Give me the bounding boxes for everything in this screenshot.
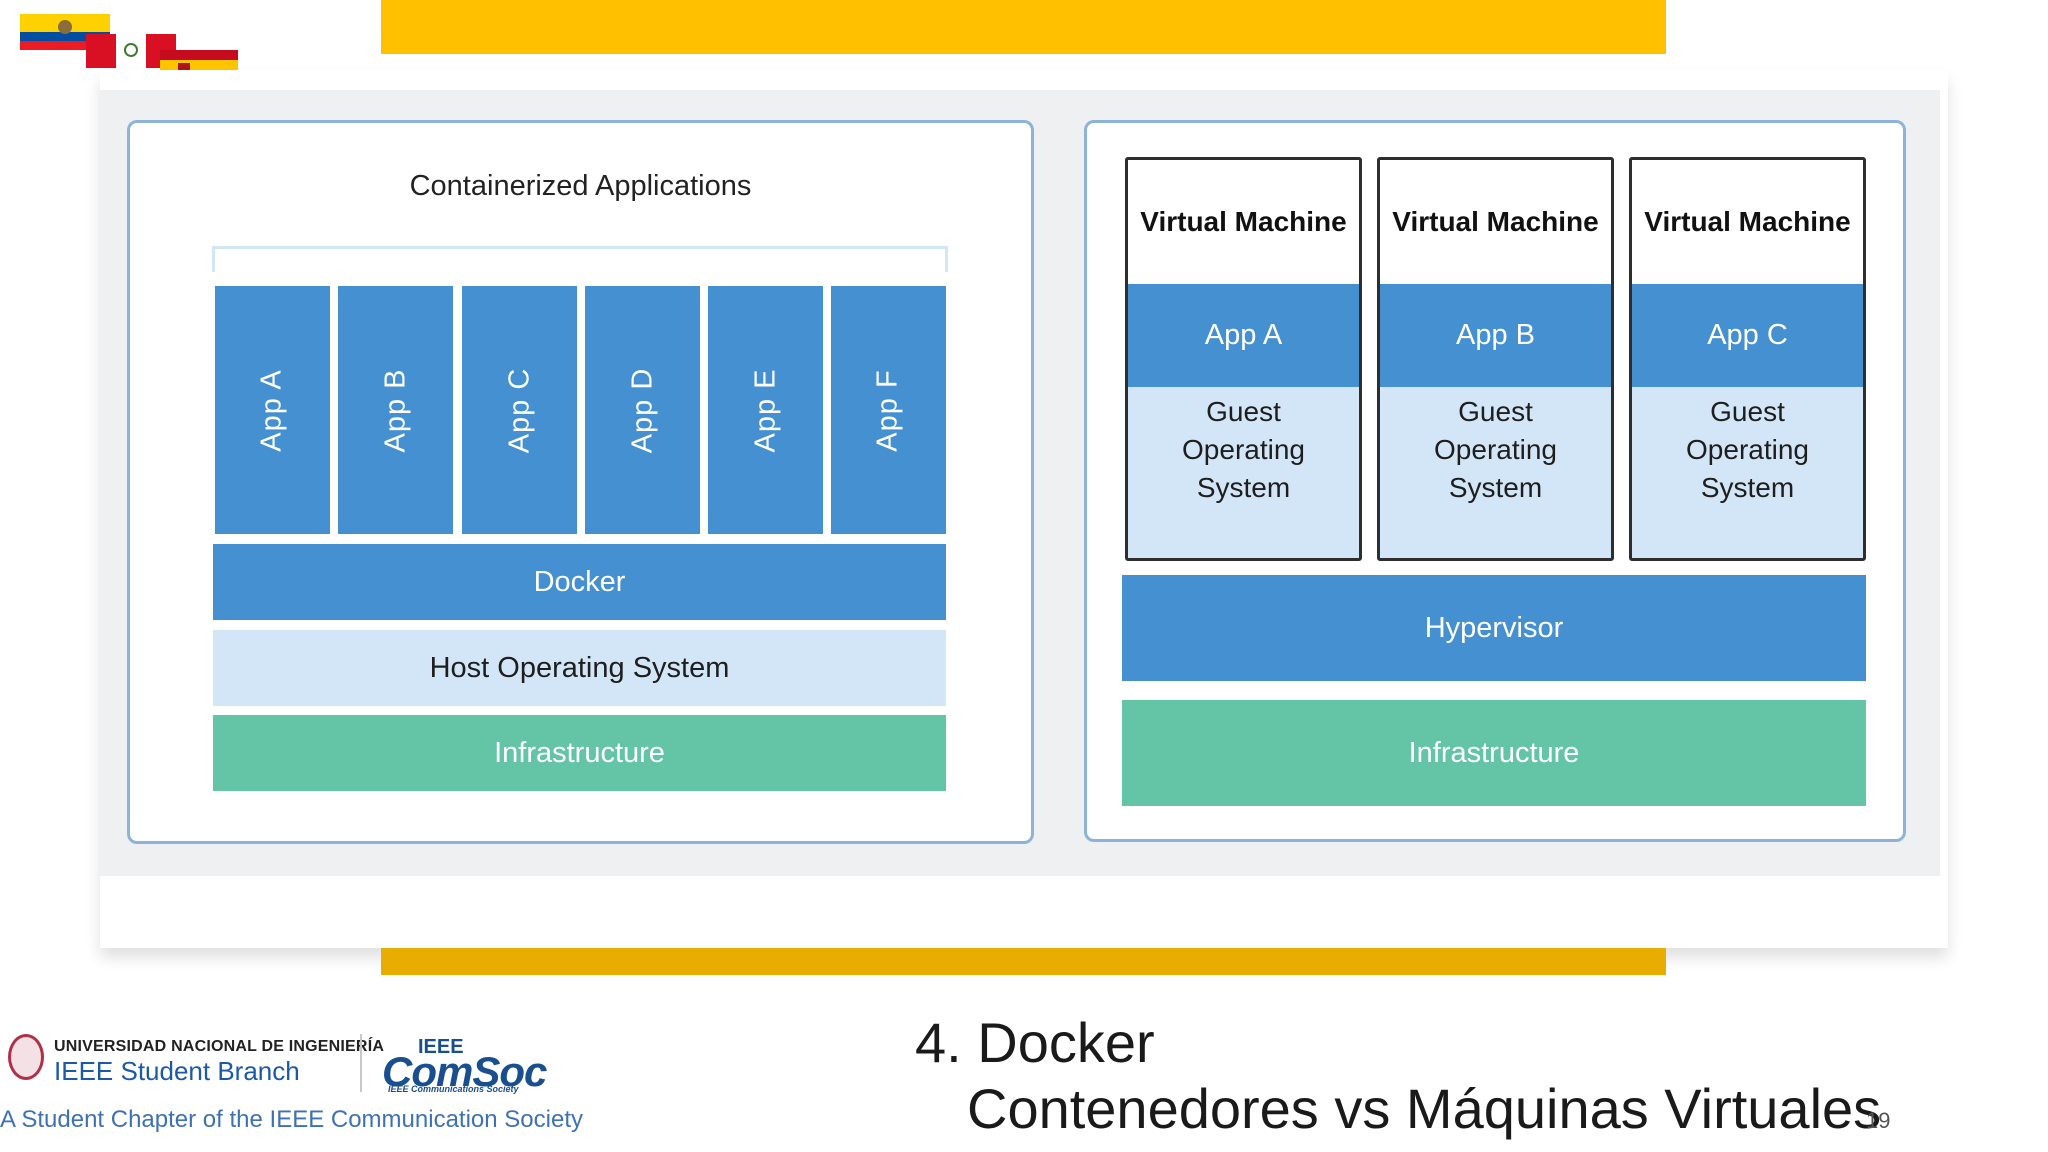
comsoc-main: ComSoc bbox=[382, 1048, 547, 1095]
containers-bracket bbox=[212, 246, 948, 272]
top-accent-bar bbox=[381, 0, 1666, 54]
ecuador-flag-icon bbox=[20, 14, 110, 50]
comsoc-top: IEEE bbox=[418, 1036, 464, 1058]
virtual-machine: Virtual Machine App B Guest Operating Sy… bbox=[1377, 157, 1614, 561]
app-column: App E bbox=[708, 286, 823, 534]
containers-infrastructure-layer: Infrastructure bbox=[213, 715, 946, 791]
university-name: UNIVERSIDAD NACIONAL DE INGENIERÍA bbox=[54, 1038, 385, 1055]
vm-app: App C bbox=[1632, 284, 1863, 387]
app-label: App E bbox=[749, 368, 781, 452]
comsoc-sub: IEEE Communications Society bbox=[388, 1084, 519, 1094]
vm-title: Virtual Machine bbox=[1644, 206, 1851, 237]
app-label: App F bbox=[872, 368, 904, 452]
guest-os: Guest Operating System bbox=[1128, 387, 1359, 558]
containers-title: Containerized Applications bbox=[409, 170, 752, 202]
host-os-layer: Host Operating System bbox=[213, 630, 946, 706]
footer-divider bbox=[360, 1034, 362, 1092]
student-chapter-label: A Student Chapter of the IEEE Communicat… bbox=[0, 1106, 583, 1133]
app-column: App A bbox=[215, 286, 330, 534]
vm-app: App B bbox=[1380, 284, 1611, 387]
docker-layer: Docker bbox=[213, 544, 946, 620]
virtual-machine: Virtual Machine App C Guest Operating Sy… bbox=[1629, 157, 1866, 561]
app-label: App D bbox=[625, 367, 658, 453]
student-branch-label: IEEE Student Branch bbox=[54, 1056, 300, 1086]
vm-title: Virtual Machine bbox=[1392, 206, 1599, 237]
app-column: App F bbox=[831, 286, 946, 534]
slide-title-line2: Contenedores vs Máquinas Virtuales bbox=[967, 1077, 1882, 1140]
app-column: App D bbox=[585, 286, 700, 534]
app-label: App A bbox=[256, 368, 288, 452]
comsoc-logo: IEEE ComSoc IEEE Communications Society bbox=[382, 1036, 547, 1096]
guest-os: Guest Operating System bbox=[1632, 387, 1863, 558]
page-number: 19 bbox=[1866, 1108, 1891, 1133]
bottom-accent-bar bbox=[381, 948, 1666, 975]
vm-title: Virtual Machine bbox=[1140, 206, 1347, 237]
app-column: App C bbox=[462, 286, 577, 534]
app-label: App B bbox=[379, 368, 411, 452]
virtual-machine: Virtual Machine App A Guest Operating Sy… bbox=[1125, 157, 1362, 561]
guest-os: Guest Operating System bbox=[1380, 387, 1611, 558]
hypervisor-layer: Hypervisor bbox=[1122, 575, 1866, 681]
app-column: App B bbox=[338, 286, 453, 534]
slide-title-line1: 4. Docker bbox=[915, 1011, 1155, 1074]
app-label: App C bbox=[502, 367, 535, 453]
vm-app: App A bbox=[1128, 284, 1359, 387]
university-seal-icon bbox=[8, 1034, 44, 1080]
vms-infrastructure-layer: Infrastructure bbox=[1122, 700, 1866, 806]
